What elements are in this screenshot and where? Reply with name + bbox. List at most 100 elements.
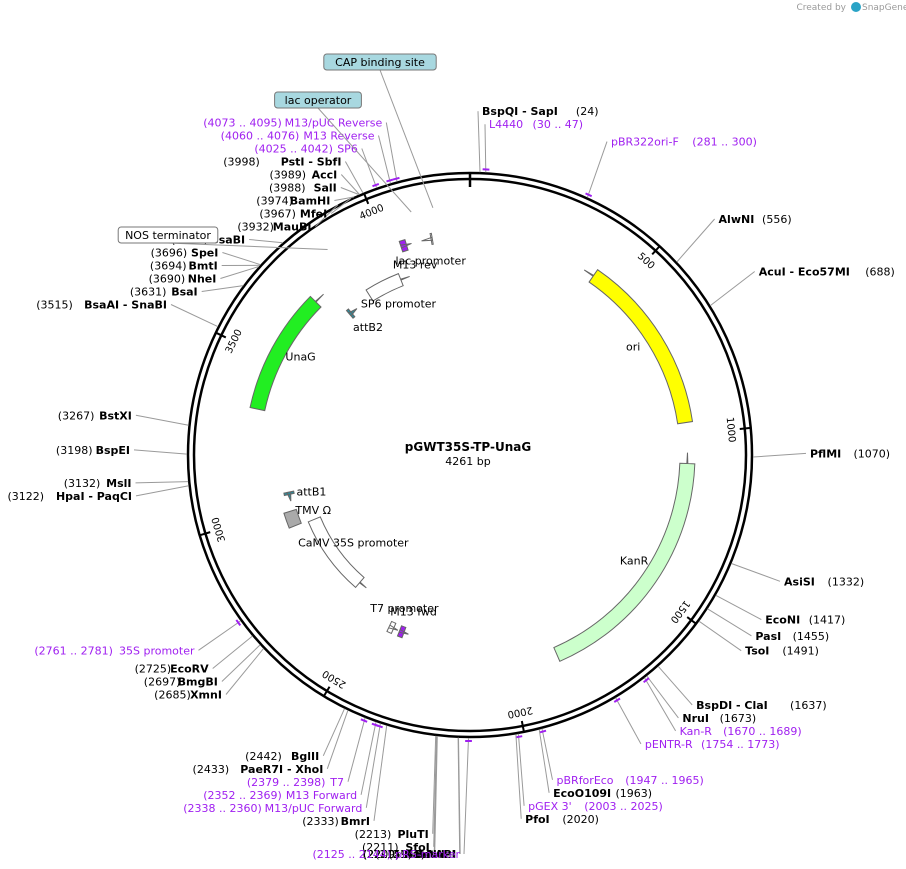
leader-line [170, 304, 219, 328]
site-name-bmri: BmrI [341, 815, 370, 828]
site-position: (1070) [853, 447, 890, 460]
backbone [186, 171, 754, 739]
site-position: (24) [576, 105, 599, 118]
site-name-pentr-r: pENTR-R [645, 738, 693, 751]
primer-mark [392, 176, 400, 181]
leader-line [715, 594, 762, 621]
site-name-sp6: SP6 [337, 143, 358, 156]
feature-m13-rev[interactable] [398, 238, 412, 253]
feature-tmv[interactable] [283, 508, 302, 529]
site-name-bspei: BspEI [96, 444, 130, 457]
site-name-pflmi: PflMI [810, 447, 841, 460]
site-name-ecoo109i: EcoO109I [553, 787, 611, 800]
scale-tick-1500 [686, 616, 697, 625]
site-position: (1417) [809, 614, 846, 627]
box-nos-terminator[interactable] [117, 226, 219, 244]
site-position: (3267) [58, 409, 95, 422]
site-name-bglii: BglII [291, 750, 319, 763]
box-lac-operator[interactable] [274, 91, 362, 109]
leader-line [586, 141, 608, 198]
scale-label-1500: 1500 [668, 598, 692, 625]
primer-mark [643, 677, 650, 684]
leader-line [646, 675, 679, 719]
scale-tick-3000 [199, 531, 211, 537]
scale-label-1000: 1000 [724, 417, 737, 443]
leader-line [135, 481, 189, 484]
site-name-m13-reverse: M13 Reverse [303, 130, 374, 143]
site-position: (2433) [193, 763, 230, 776]
feature-label-attb1: attB1 [296, 486, 326, 499]
site-name-xmni: XmnI [190, 689, 222, 702]
site-position: (2211) [362, 841, 399, 854]
site-name-ecorv: EcoRV [170, 663, 209, 676]
primer-mark [539, 729, 547, 734]
leader-line [340, 174, 360, 195]
feature-unag[interactable] [249, 293, 324, 412]
site-position: (3515) [36, 299, 73, 312]
site-name-bsai: BsaI [171, 286, 197, 299]
leader-line [434, 736, 438, 855]
box-leader [379, 69, 434, 208]
scale-tick-500 [651, 245, 661, 256]
leader-line [484, 124, 487, 173]
site-name-alwni: AlwNI [719, 213, 755, 226]
leader-line [361, 148, 378, 188]
site-position: (3690) [149, 273, 186, 286]
plasmid-name: pGWT35S-TP-UnaG [405, 440, 531, 454]
leader-line [322, 708, 345, 757]
site-name-bmti: BmtI [189, 260, 218, 273]
feature-sp6-promoter[interactable] [365, 272, 410, 302]
site-position: (3132) [64, 477, 101, 490]
site-position: (3989) [269, 169, 306, 182]
site-position: (30 .. 47) [533, 118, 584, 131]
site-position: (2725) [135, 663, 172, 676]
scale-tick-3500 [215, 331, 227, 339]
site-name-bspqi-sapi: BspQI - SapI [482, 105, 558, 118]
site-name-m13-puc-reverse: M13/pUC Reverse [285, 117, 383, 130]
box-cap-binding-site[interactable] [323, 53, 437, 71]
site-position: (3696) [151, 247, 188, 260]
site-name-l4440: L4440 [489, 118, 523, 131]
leader-line [347, 717, 366, 782]
site-name-acui-eco57mi: AcuI - Eco57MI [759, 265, 850, 278]
credit-brand: SnapGene [862, 3, 906, 13]
site-position: (4025 .. 4042) [254, 143, 333, 156]
plasmid-length: 4261 bp [445, 455, 490, 468]
box-leader [167, 242, 328, 251]
scale-label-4000: 4000 [358, 203, 386, 223]
site-name-mfei: MfeI [300, 208, 327, 221]
leader-line [517, 733, 525, 806]
feature-lac-promoter[interactable] [421, 232, 434, 245]
site-name-spei: SpeI [191, 247, 218, 260]
site-name-m13-forward: M13 Forward [286, 789, 357, 802]
site-position: (2003 .. 2025) [584, 800, 663, 813]
site-name-pbrforeco: pBRforEco [557, 774, 614, 787]
site-position: (1455) [793, 630, 830, 643]
site-position: (2442) [245, 750, 282, 763]
feature-kanr[interactable] [553, 452, 696, 662]
feature-ori[interactable] [583, 268, 694, 425]
primer-mark [375, 724, 383, 729]
site-name-sali: SalI [314, 182, 337, 195]
feature-camv-35s-promoter[interactable] [307, 516, 367, 589]
feature-label-tmv: TMV Ω [294, 504, 331, 517]
feature-t7-promoter[interactable] [386, 620, 399, 635]
credit-prefix: Created by [796, 3, 846, 13]
leader-line [752, 452, 807, 458]
scale-label-2000: 2000 [506, 704, 533, 720]
site-name-pbr322ori-f: pBR322ori-F [611, 136, 679, 149]
leader-line [515, 734, 522, 819]
leader-line [330, 197, 352, 214]
site-position: (2333) [302, 815, 339, 828]
feature-attb1[interactable] [283, 490, 295, 502]
feature-label-m13-fwd: M13 fwd [390, 606, 437, 619]
leader-line [221, 644, 261, 682]
site-name-sfoi: SfoI [405, 841, 429, 854]
leader-line [458, 737, 461, 855]
feature-attb2[interactable] [345, 308, 358, 319]
feature-m13-fwd[interactable] [396, 625, 409, 639]
site-name-bamhi: BamHI [290, 195, 331, 208]
scale-tick-1000 [739, 426, 751, 430]
primer-mark [235, 619, 242, 626]
